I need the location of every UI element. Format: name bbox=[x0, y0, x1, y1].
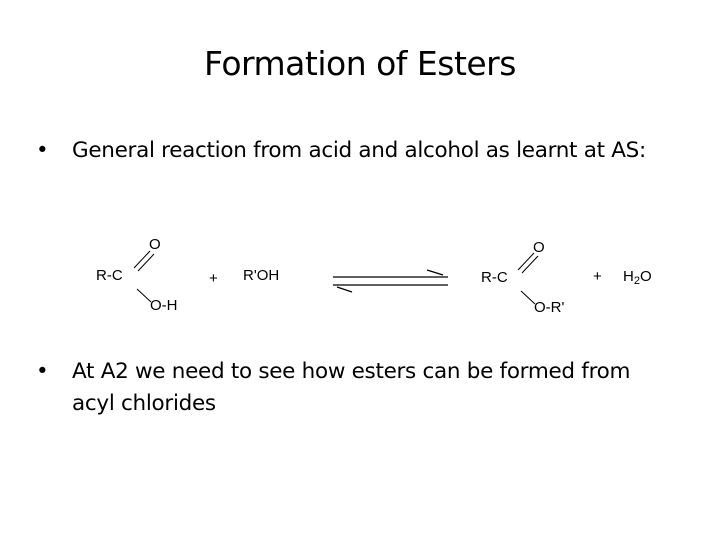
bullet-marker: • bbox=[36, 359, 49, 384]
ester-r-group: R-C bbox=[481, 269, 508, 286]
bullet-marker: • bbox=[36, 138, 49, 163]
plus-sign-1: + bbox=[209, 270, 218, 287]
bullet-text: General reaction from acid and alcohol a… bbox=[72, 138, 646, 163]
water-o: O bbox=[639, 268, 652, 285]
bullet-text: At A2 we need to see how esters can be f… bbox=[72, 359, 631, 416]
slide-title: Formation of Esters bbox=[204, 44, 516, 83]
water-h: H bbox=[623, 268, 634, 285]
bullet-point-2: • At A2 we need to see how esters can be… bbox=[36, 356, 632, 420]
ester-alkoxy-group: O-R' bbox=[534, 299, 565, 316]
bullet-point-1: • General reaction from acid and alcohol… bbox=[36, 135, 692, 167]
ester-carbonyl-oxygen: O bbox=[533, 239, 545, 256]
acid-r-group: R-C bbox=[96, 267, 123, 284]
equilibrium-arrow-icon bbox=[333, 269, 448, 293]
water-product: H2O bbox=[623, 268, 652, 287]
alcohol-reactant: R'OH bbox=[243, 267, 280, 284]
plus-sign-2: + bbox=[593, 268, 602, 285]
water-subscript: 2 bbox=[633, 275, 640, 287]
acid-hydroxyl-group: O-H bbox=[150, 297, 178, 314]
acid-carbonyl-oxygen: O bbox=[149, 236, 161, 253]
